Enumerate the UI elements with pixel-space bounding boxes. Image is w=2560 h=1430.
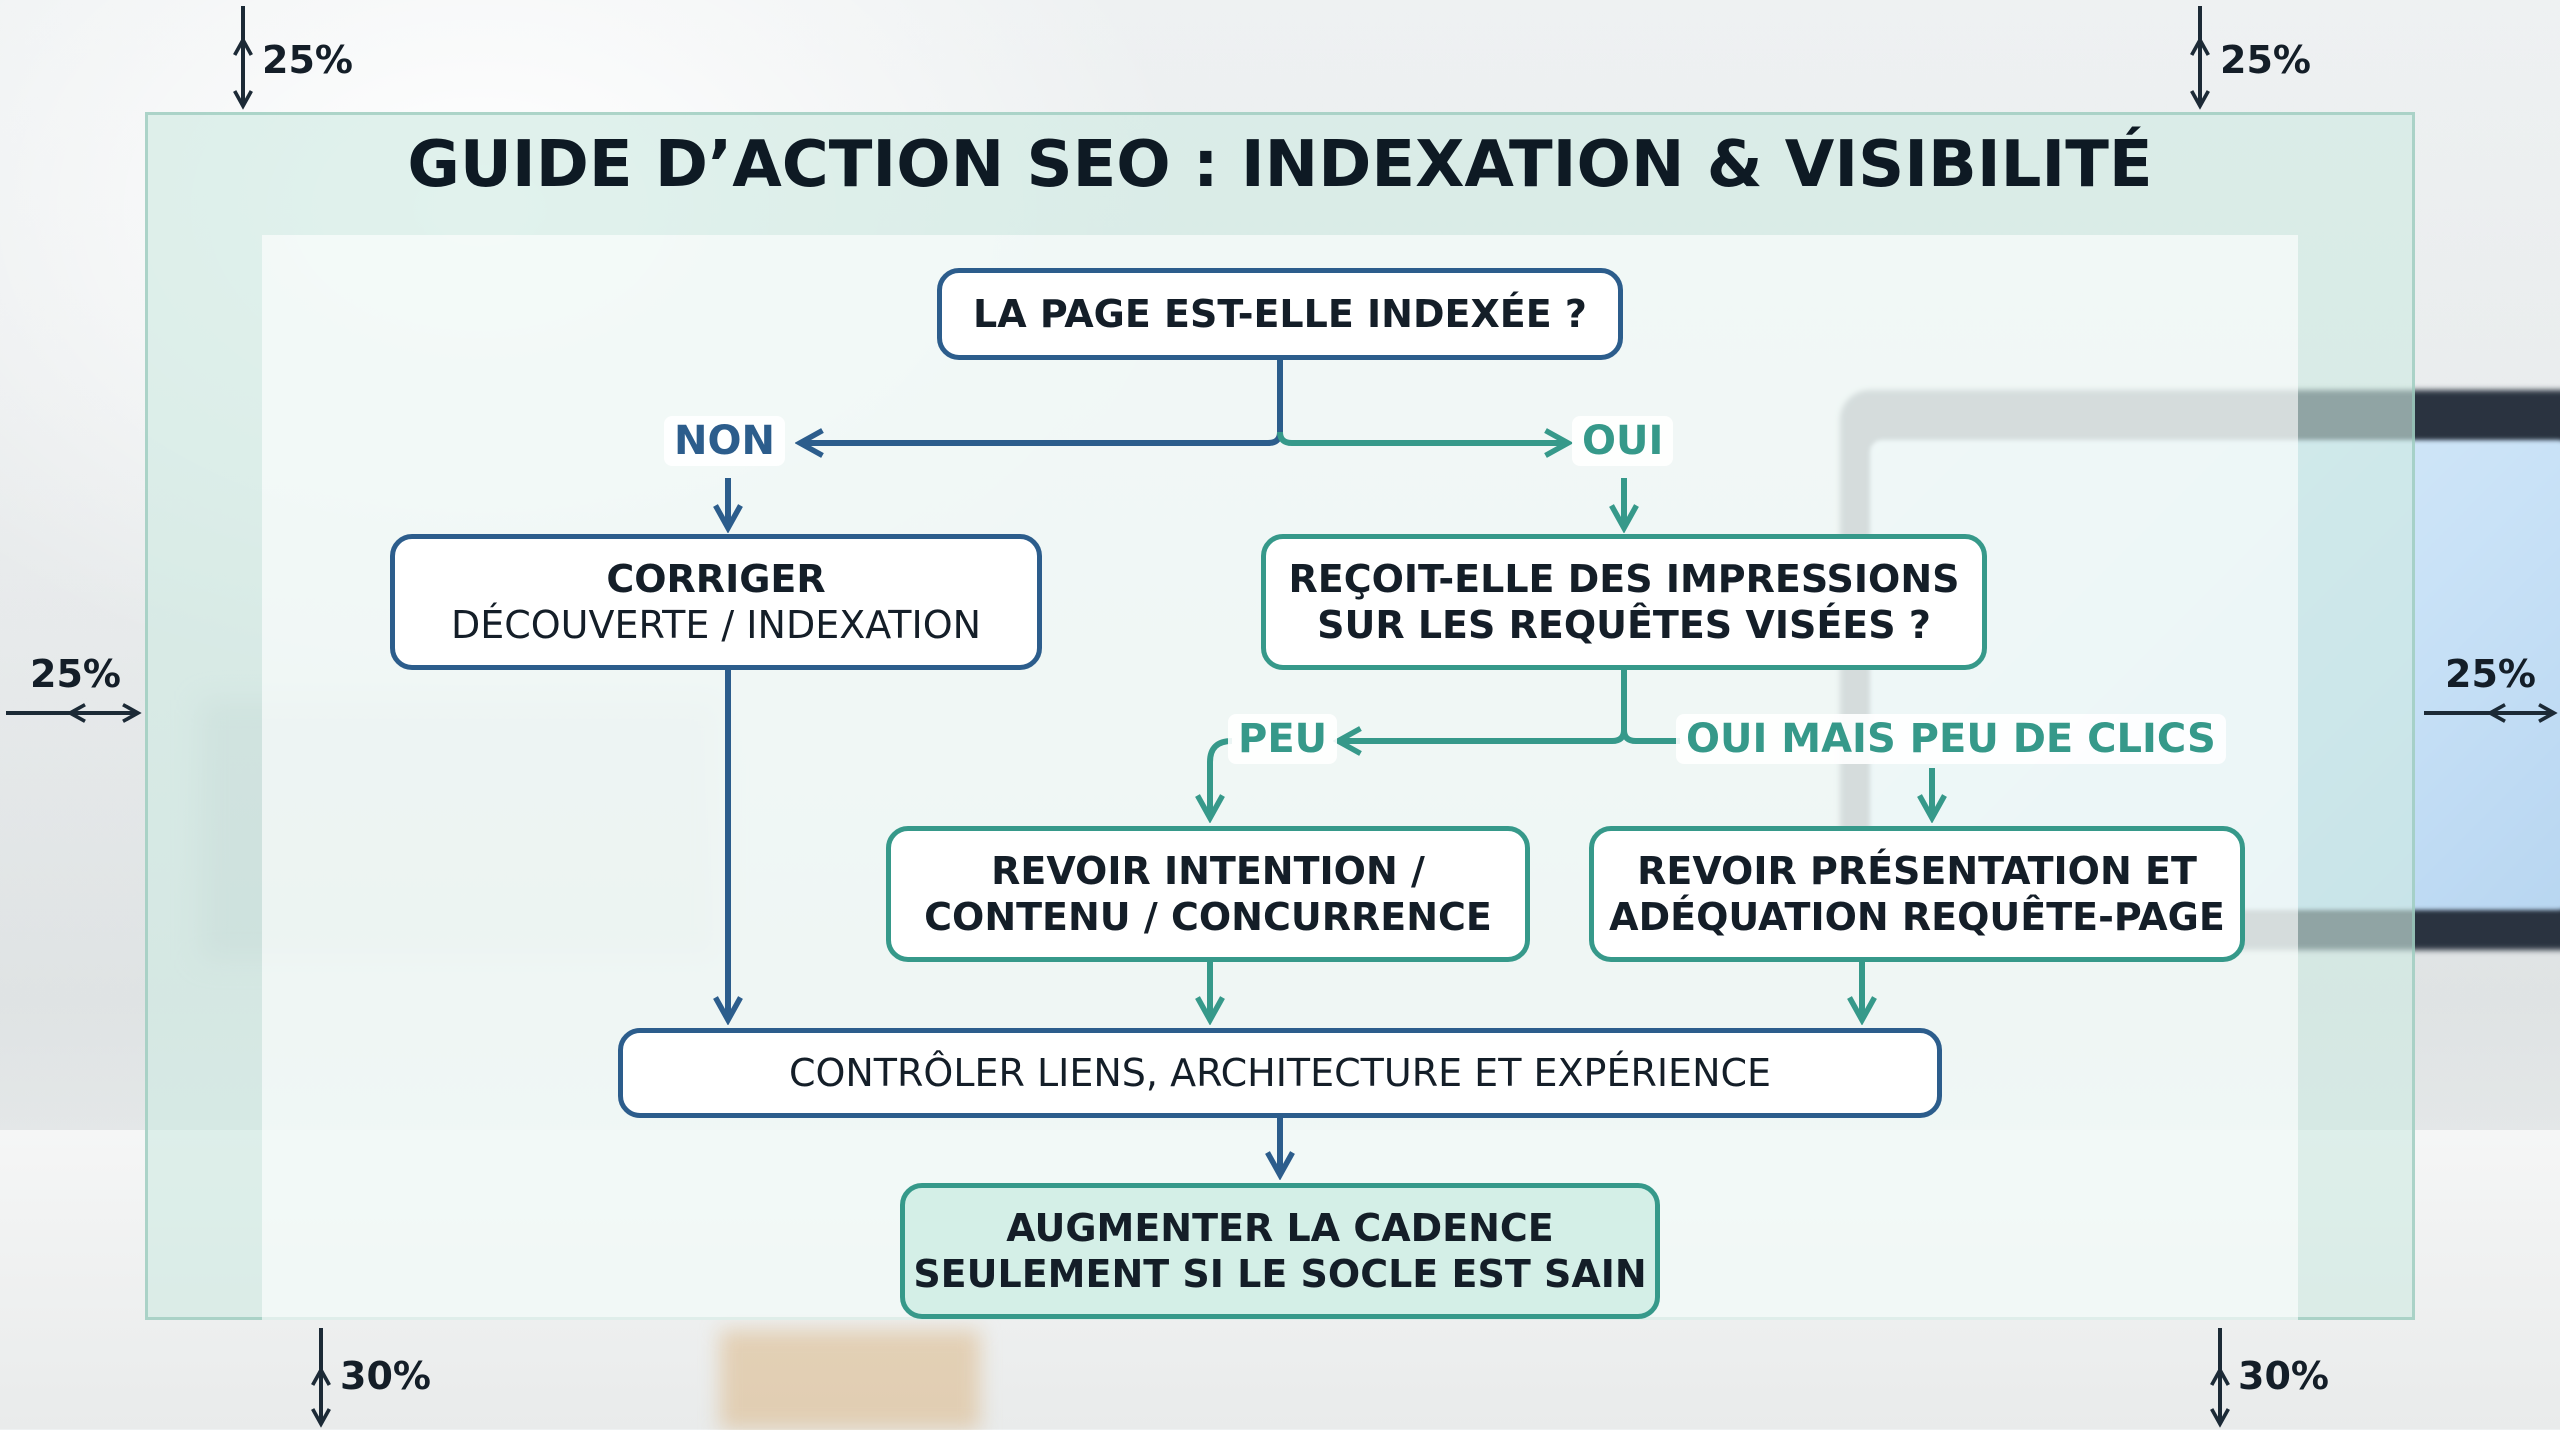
margin-label-top-right: 25%: [2220, 38, 2311, 82]
edge-label-few: PEU: [1228, 714, 1338, 764]
edge-impressions-few: [1338, 668, 1627, 741]
node-control-text: CONTRÔLER LIENS, ARCHITECTURE ET EXPÉRIE…: [788, 1050, 1772, 1095]
node-presentation-line1: REVOIR PRÉSENTATION ET: [1637, 848, 2197, 893]
node-review-intent: REVOIR INTENTION / CONTENU / CONCURRENCE: [886, 826, 1530, 962]
margin-label-left: 25%: [30, 652, 121, 696]
node-impressions-question: REÇOIT-ELLE DES IMPRESSIONS SUR LES REQU…: [1261, 534, 1987, 670]
edge-impressions-clicks: [1621, 729, 1680, 744]
edge-start-yes: [1277, 432, 1568, 443]
edge-label-yes-few-clicks: OUI MAIS PEU DE CLICS: [1676, 714, 2226, 764]
node-fix-title: CORRIGER: [606, 556, 826, 601]
node-final-line1: AUGMENTER LA CADENCE: [1006, 1205, 1554, 1250]
node-increase-cadence: AUGMENTER LA CADENCE SEULEMENT SI LE SOC…: [900, 1183, 1660, 1319]
edge-few-intent: [1210, 738, 1233, 818]
edge-label-yes: OUI: [1572, 416, 1674, 466]
background-book: [720, 1330, 980, 1430]
node-review-presentation: REVOIR PRÉSENTATION ET ADÉQUATION REQUÊT…: [1589, 826, 2245, 962]
node-presentation-line2: ADÉQUATION REQUÊTE-PAGE: [1609, 895, 2225, 939]
node-fix-indexation: CORRIGER DÉCOUVERTE / INDEXATION: [390, 534, 1042, 670]
node-impressions-line2: SUR LES REQUÊTES VISÉES ?: [1317, 603, 1931, 647]
margin-label-bottom-left: 30%: [340, 1354, 431, 1398]
node-is-indexed-text: LA PAGE EST-ELLE INDEXÉE ?: [973, 291, 1587, 336]
margin-label-top-left: 25%: [262, 38, 353, 82]
edge-start-no: [800, 360, 1283, 443]
node-control-links: CONTRÔLER LIENS, ARCHITECTURE ET EXPÉRIE…: [618, 1028, 1942, 1118]
node-is-indexed: LA PAGE EST-ELLE INDEXÉE ?: [937, 268, 1623, 360]
page-title: GUIDE D’ACTION SEO : INDEXATION & VISIBI…: [407, 128, 2153, 202]
margin-label-right: 25%: [2445, 652, 2536, 696]
node-final-line2: SEULEMENT SI LE SOCLE EST SAIN: [913, 1252, 1647, 1296]
margin-label-bottom-right: 30%: [2238, 1354, 2329, 1398]
node-impressions-line1: REÇOIT-ELLE DES IMPRESSIONS: [1288, 556, 1960, 601]
edge-label-no: NON: [664, 416, 785, 466]
node-fix-subtitle: DÉCOUVERTE / INDEXATION: [450, 603, 982, 647]
node-intent-line2: CONTENU / CONCURRENCE: [924, 895, 1492, 939]
node-intent-line1: REVOIR INTENTION /: [991, 848, 1425, 893]
